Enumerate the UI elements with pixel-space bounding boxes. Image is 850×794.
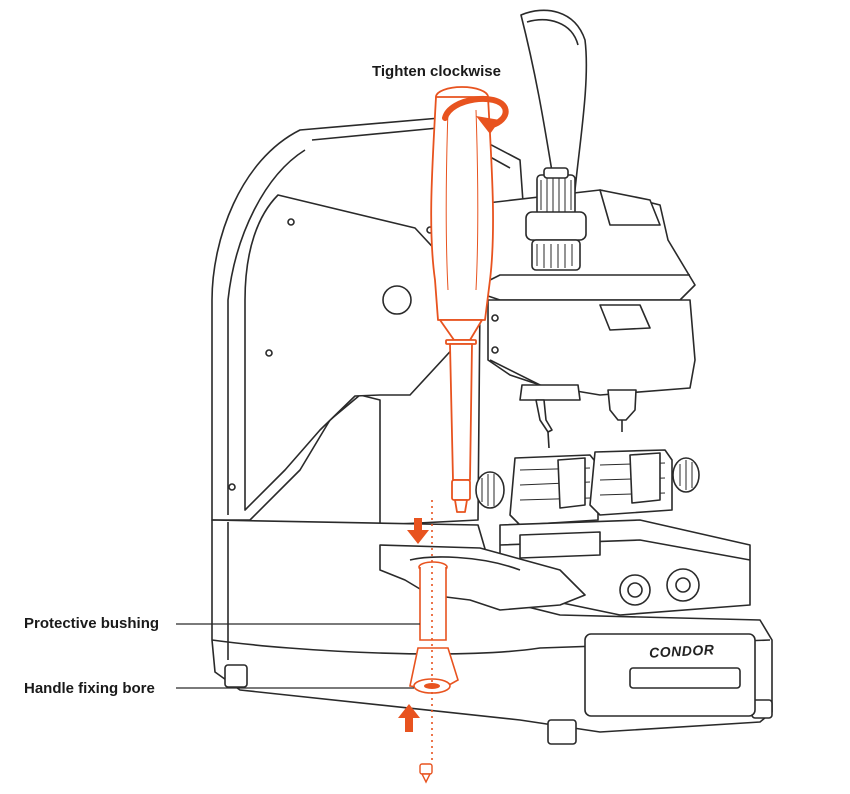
head-carriage (469, 189, 696, 301)
side-knob (382, 285, 412, 315)
front-knob-right (666, 568, 700, 602)
label-handle-fixing-bore: Handle fixing bore (24, 680, 155, 697)
label-protective-bushing: Protective bushing (24, 615, 160, 632)
label-tighten-clockwise: Tighten clockwise (372, 63, 501, 80)
clamp-knob-left (475, 471, 505, 509)
key-clamp-left (509, 454, 599, 526)
adjustment-knob (536, 174, 576, 216)
foot-right (547, 719, 577, 745)
rotate-arrow-head (476, 116, 500, 134)
cutter-left (519, 384, 581, 401)
foot-left (224, 664, 248, 688)
head-block (487, 299, 696, 396)
side-panel-recess (244, 194, 481, 511)
up-arrow (398, 704, 420, 732)
front-knob-left (619, 574, 651, 606)
cutter-right (607, 389, 637, 421)
key-clamp-right (589, 449, 673, 516)
down-arrow (407, 518, 429, 544)
brand-text: CONDOR (649, 641, 715, 660)
lever-handle (520, 9, 588, 196)
screwdriver-handle (430, 96, 494, 321)
bottom-screw (419, 763, 433, 784)
